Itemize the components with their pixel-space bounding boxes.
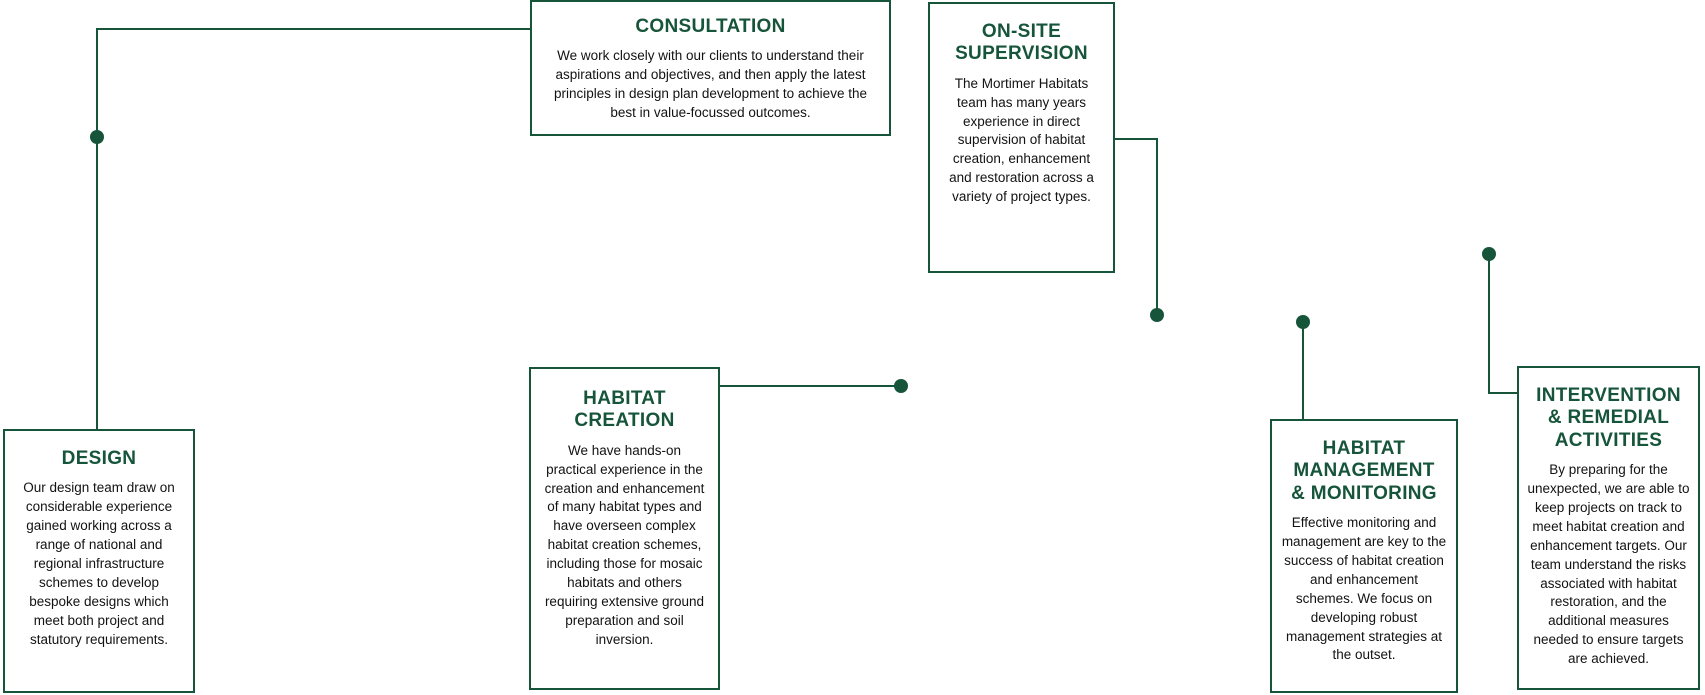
- node-habitat-management-monitoring: HABITAT MANAGEMENT & MONITORING Effectiv…: [1270, 419, 1458, 693]
- node-design: DESIGN Our design team draw on considera…: [3, 429, 195, 693]
- node-body: Effective monitoring and management are …: [1281, 515, 1447, 663]
- node-title: DESIGN: [61, 448, 137, 469]
- connector-line: [1488, 392, 1519, 394]
- connector-line: [719, 385, 901, 387]
- node-title: HABITAT CREATION: [574, 388, 675, 432]
- node-title: CONSULTATION: [635, 16, 786, 37]
- node-title: INTERVENTION & REMEDIAL ACTIVITIES: [1536, 385, 1681, 451]
- connector-dot: [90, 130, 104, 144]
- node-title: HABITAT MANAGEMENT & MONITORING: [1291, 438, 1437, 504]
- connector-dot: [894, 379, 908, 393]
- node-body: We have hands-on practical experience in…: [544, 442, 705, 647]
- node-title: ON-SITE SUPERVISION: [955, 21, 1088, 65]
- connector-dot: [1482, 247, 1496, 261]
- node-consultation: CONSULTATION We work closely with our cl…: [530, 0, 891, 136]
- connector-dot: [1296, 315, 1310, 329]
- connector-line: [1488, 254, 1490, 394]
- node-body: Our design team draw on considerable exp…: [23, 480, 175, 647]
- node-intervention-remedial-activities: INTERVENTION & REMEDIAL ACTIVITIES By pr…: [1517, 366, 1700, 690]
- connector-line: [1113, 138, 1158, 140]
- node-body: The Mortimer Habitats team has many year…: [949, 75, 1094, 205]
- connector-line: [1156, 138, 1158, 315]
- node-on-site-supervision: ON-SITE SUPERVISION The Mortimer Habitat…: [928, 2, 1115, 273]
- connector-line: [96, 28, 532, 30]
- connector-line: [1302, 322, 1304, 421]
- connector-dot: [1150, 308, 1164, 322]
- node-habitat-creation: HABITAT CREATION We have hands-on practi…: [529, 367, 720, 690]
- connector-line: [96, 28, 98, 431]
- node-body: We work closely with our clients to unde…: [554, 48, 867, 121]
- node-body: By preparing for the unexpected, we are …: [1527, 462, 1690, 667]
